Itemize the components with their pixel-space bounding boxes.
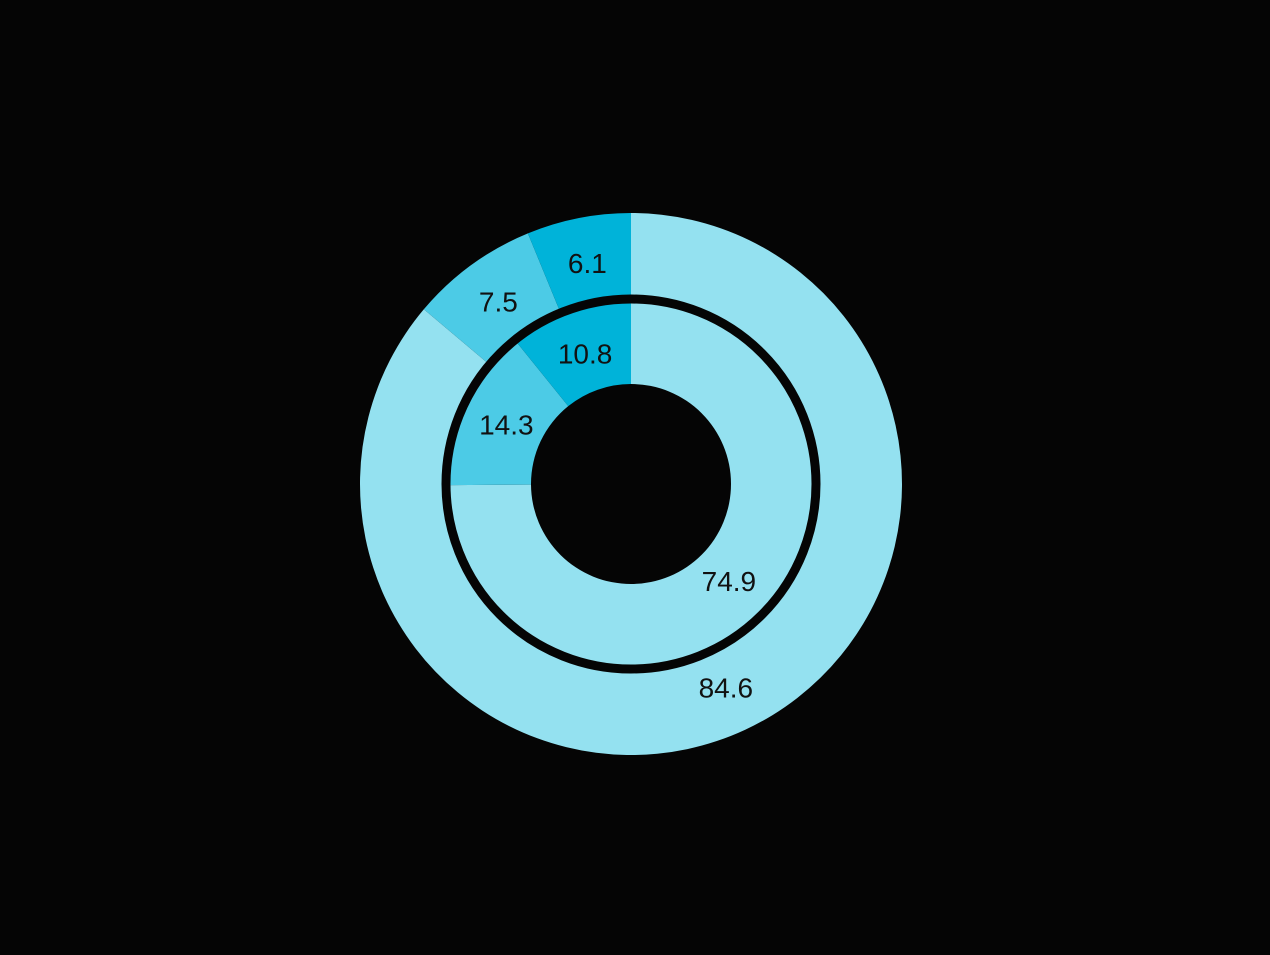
outer-slice-label-1: 84.6 bbox=[699, 673, 754, 704]
outer-slice-2 bbox=[423, 233, 560, 363]
outer-slice-label-3: 6.1 bbox=[568, 248, 607, 279]
inner-slice-2 bbox=[450, 343, 569, 486]
outer-ring bbox=[359, 213, 902, 755]
inner-slice-label-3: 10.8 bbox=[558, 338, 613, 369]
outer-slice-label-2: 7.5 bbox=[479, 287, 518, 318]
outer-slice-1 bbox=[359, 213, 902, 755]
inner-slice-label-1: 74.9 bbox=[702, 566, 757, 597]
outer-slice-3 bbox=[527, 213, 631, 310]
inner-slice-1 bbox=[450, 303, 813, 665]
ring-separator bbox=[441, 294, 821, 674]
inner-slice-3 bbox=[517, 303, 631, 407]
inner-ring bbox=[450, 303, 813, 665]
inner-slice-label-2: 14.3 bbox=[479, 409, 534, 440]
slice-labels: 84.6 7.5 6.1 74.9 14.3 10.8 bbox=[479, 248, 756, 704]
